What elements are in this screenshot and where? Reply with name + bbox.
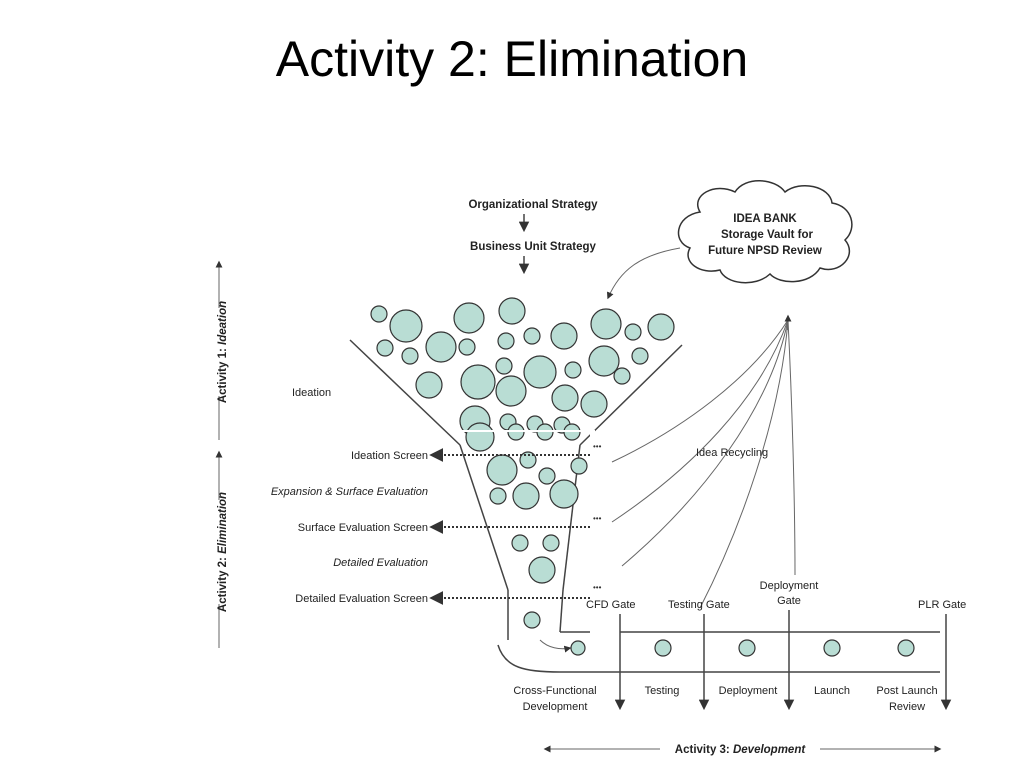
idea-recycling-label: Idea Recycling (696, 447, 768, 459)
slide-title: Activity 2: Elimination (275, 31, 749, 87)
idea-recycling-lines (611, 314, 796, 609)
phase-cfd-line1: Cross-Functional (513, 685, 596, 697)
bu-strategy-label: Business Unit Strategy (470, 241, 596, 253)
stage-detailed-screen: Detailed Evaluation Screen (295, 593, 428, 605)
gate-deployment-line1: Deployment (760, 580, 819, 592)
phase-testing: Testing (645, 685, 680, 697)
gate-deployment-line2: Gate (777, 595, 801, 607)
org-strategy-label: Organizational Strategy (468, 199, 598, 211)
phase-post-line1: Post Launch (876, 685, 937, 697)
gate-testing: Testing Gate (668, 599, 730, 611)
phase-cfd-line2: Development (523, 701, 588, 713)
stage-ideation: Ideation (292, 387, 331, 399)
svg-text:•••: ••• (593, 514, 602, 523)
phase-post-line2: Review (889, 701, 925, 713)
idea-bank-line3: Future NPSD Review (708, 245, 822, 257)
gate-cfd: CFD Gate (586, 599, 636, 611)
activity1-label: Activity 1: Ideation (217, 301, 229, 403)
idea-bank-line2: Storage Vault for (721, 229, 814, 241)
phase-launch: Launch (814, 685, 850, 697)
svg-text:•••: ••• (593, 583, 602, 592)
stage-expansion: Expansion & Surface Evaluation (271, 486, 428, 498)
svg-text:•••: ••• (593, 442, 602, 451)
activity2-label: Activity 2: Elimination (217, 492, 229, 612)
gate-lines (614, 610, 952, 711)
activity3-label: Activity 3: Development (675, 744, 807, 756)
stage-ideation-screen: Ideation Screen (351, 450, 428, 462)
stage-detailed-eval: Detailed Evaluation (333, 557, 428, 569)
phase-deployment: Deployment (719, 685, 778, 697)
idea-bank-arrow (606, 247, 681, 300)
idea-bank-title: IDEA BANK (733, 213, 797, 225)
idea-bank-cloud: IDEA BANK Storage Vault for Future NPSD … (677, 180, 853, 284)
idea-bubbles (370, 297, 915, 657)
flow-arrow (539, 639, 572, 653)
stage-surface-screen: Surface Evaluation Screen (298, 522, 428, 534)
gate-plr: PLR Gate (918, 599, 966, 611)
